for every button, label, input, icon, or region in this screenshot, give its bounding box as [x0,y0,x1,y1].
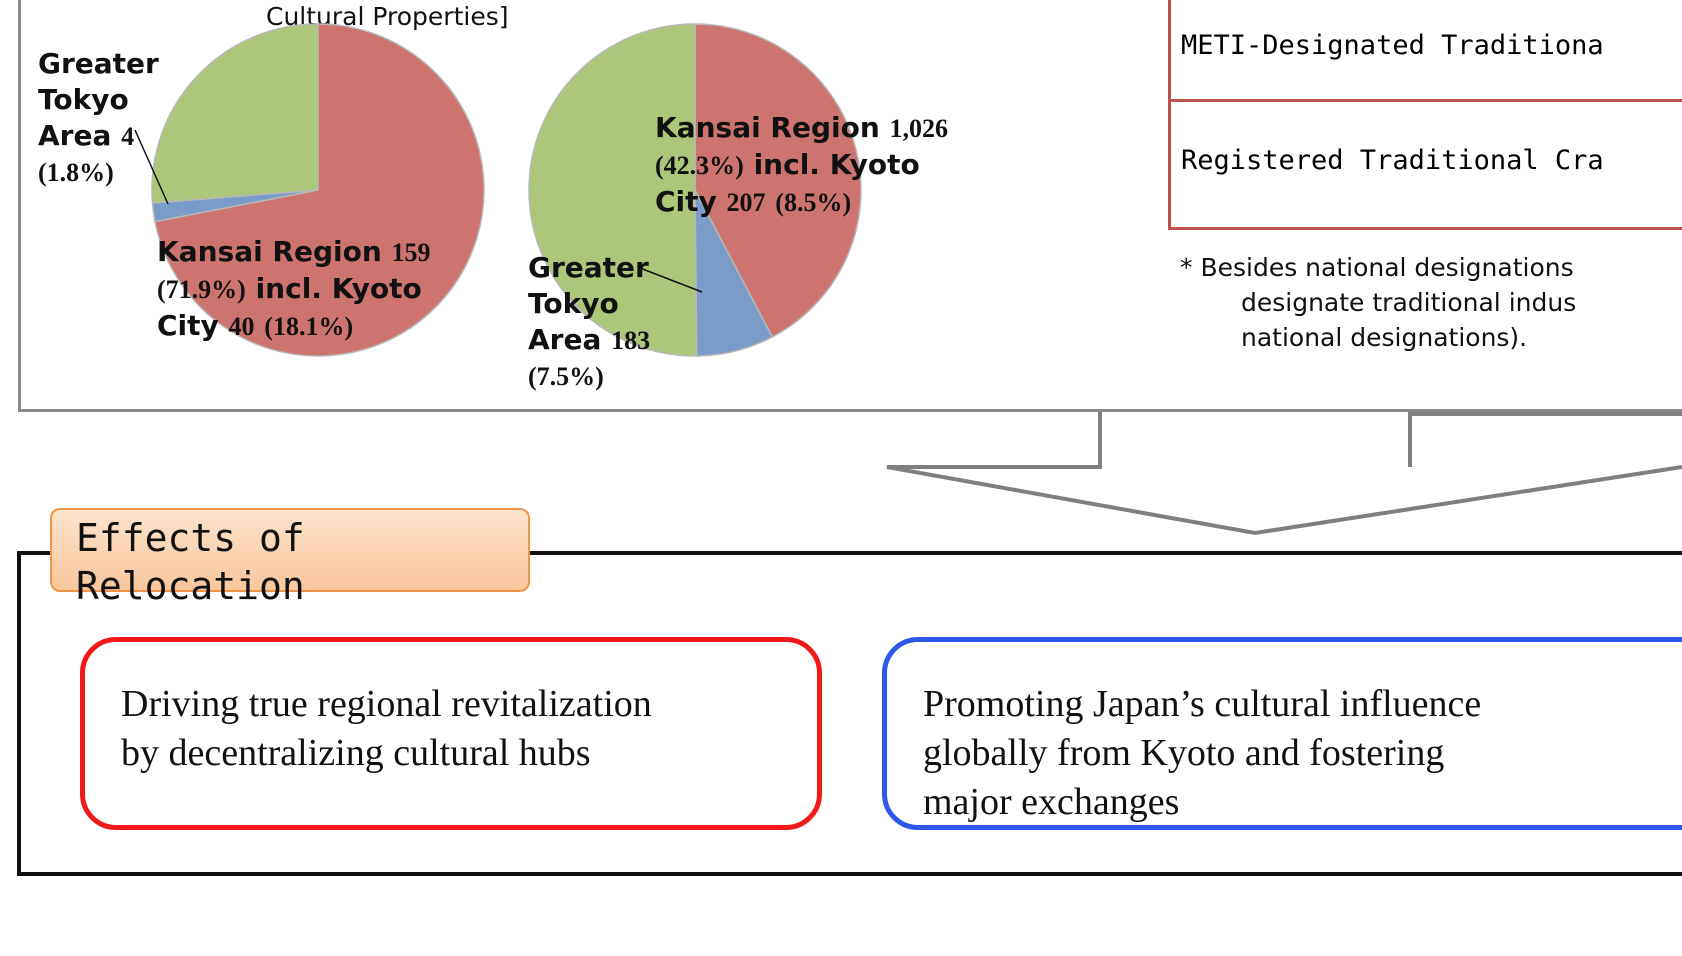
effects-title-tab: Effects of Relocation [50,508,530,608]
footnote: * Besides national designations designat… [1180,253,1577,352]
pie-chart-2 [528,23,862,357]
pie1-tokyo-label: Greater Tokyo Area 4 (1.8%) [38,47,159,187]
pie2-tokyo-label: Greater Tokyo Area 183 (7.5%) [528,251,651,391]
effect-box-regional: Driving true regional revitalization by … [80,637,822,830]
pie-chart-1 [151,23,485,357]
pie-charts-canvas [134,23,862,357]
down-arrow [886,412,1682,536]
pie1-kansai-label: Kansai Region 159 (71.9%) incl. Kyoto Ci… [157,235,431,342]
pie1-slice-kansai [154,23,485,357]
pie2-tokyo-leader-line [639,267,703,293]
pie1-tokyo-leader-line [134,129,169,205]
effect-box-cultural: Promoting Japan’s cultural influence glo… [882,637,1682,830]
table-row: METI-Designated Traditiona [1171,3,1682,102]
effects-panel-frame [17,551,1682,876]
table-row: Registered Traditional Cra [1181,145,1604,176]
pie1-slice-other [151,23,319,204]
pie2-kansai-label: Kansai Region 1,026 (42.3%) incl. Kyoto … [655,111,949,218]
designation-table: METI-Designated Traditiona Registered Tr… [1168,0,1682,230]
pie2-slice-kansai [694,23,862,338]
top-panel-frame [18,0,1682,412]
